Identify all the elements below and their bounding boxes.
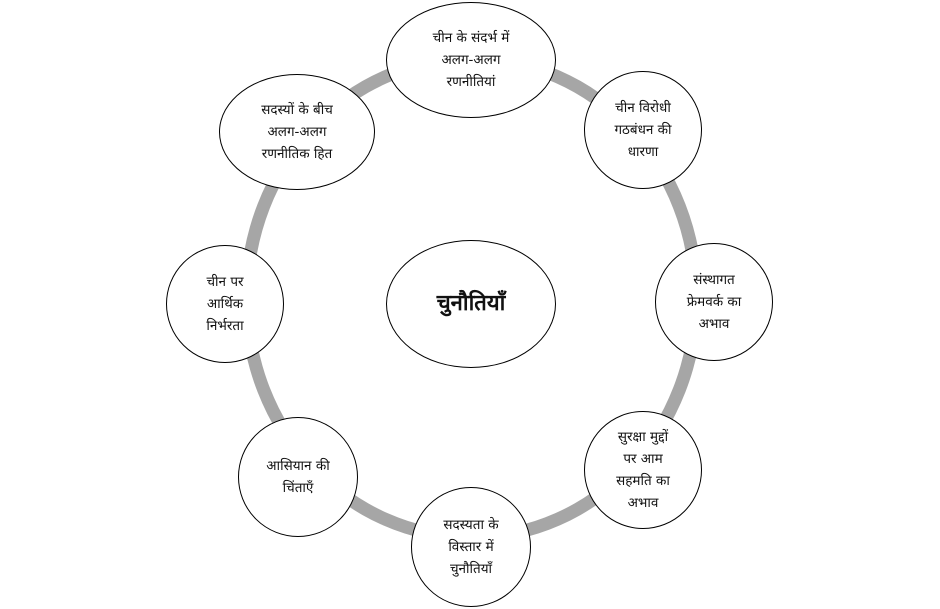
node-label: चीन पर आर्थिक निर्भरता [206, 274, 244, 334]
node-label: चीन के संदर्भ में अलग-अलग रणनीतियां [432, 30, 510, 90]
node-label: सदस्यता के विस्तार में चुनौतियाँ [443, 517, 499, 577]
node-china-strategies: चीन के संदर्भ में अलग-अलग रणनीतियां [386, 2, 556, 118]
node-label: आसियान की चिंताएँ [266, 458, 330, 496]
node-institutional-framework: संस्थागत फ्रेमवर्क का अभाव [655, 243, 773, 361]
node-economic-dependence: चीन पर आर्थिक निर्भरता [166, 245, 284, 363]
node-asean-concerns: आसियान की चिंताएँ [238, 417, 358, 537]
central-node-challenges: चुनौतियाँ [386, 240, 556, 368]
central-node-label: चुनौतियाँ [436, 291, 506, 316]
node-strategic-interests: सदस्यों के बीच अलग-अलग रणनीतिक हित [219, 74, 375, 190]
node-label: सदस्यों के बीच अलग-अलग रणनीतिक हित [261, 102, 333, 162]
node-security-consensus: सुरक्षा मुद्दों पर आम सहमति का अभाव [584, 411, 702, 529]
node-label: सुरक्षा मुद्दों पर आम सहमति का अभाव [616, 429, 670, 511]
node-anti-china-alliance: चीन विरोधी गठबंधन की धारणा [584, 71, 702, 189]
node-label: संस्थागत फ्रेमवर्क का अभाव [686, 272, 742, 332]
node-membership-expansion: सदस्यता के विस्तार में चुनौतियाँ [411, 487, 531, 607]
node-label: चीन विरोधी गठबंधन की धारणा [614, 100, 672, 160]
